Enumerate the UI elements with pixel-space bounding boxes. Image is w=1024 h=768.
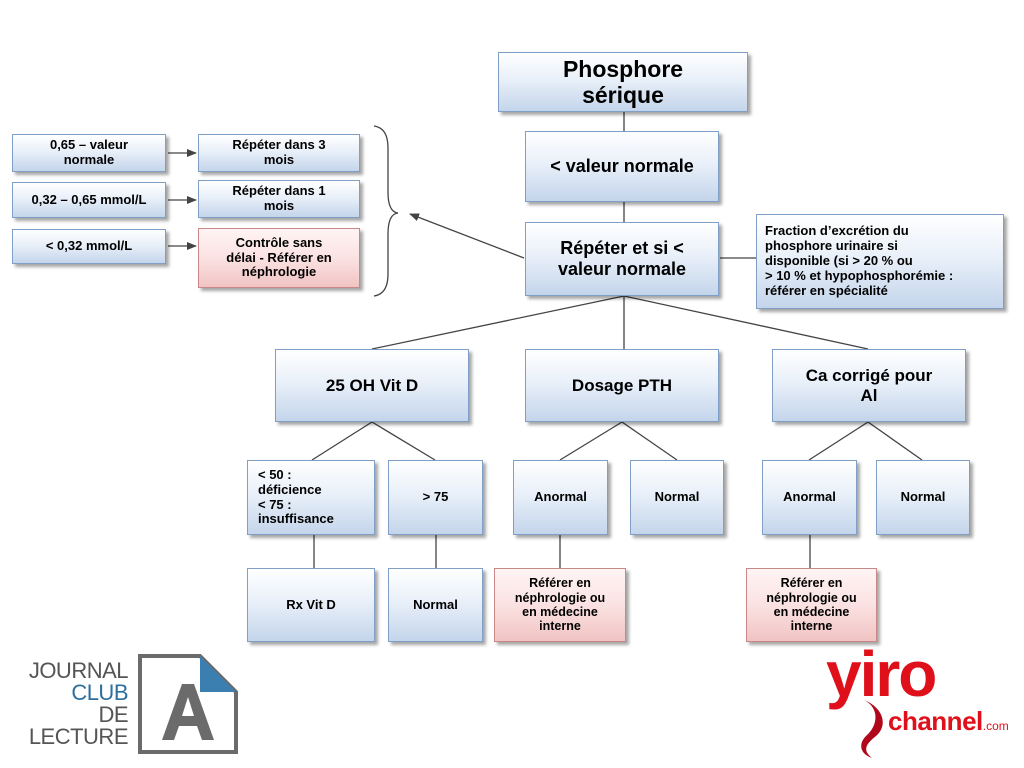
pth-abnormal-node: Anormal	[513, 460, 608, 535]
pth-normal-node: Normal	[630, 460, 724, 535]
line-pth-to-abnormal	[559, 421, 623, 461]
vitd-normal-result-label: Normal	[413, 596, 458, 612]
line-vitd-to-high	[371, 421, 436, 461]
ca-abnormal-node: Anormal	[762, 460, 857, 535]
journal-club-logo: JOURNAL CLUB DE LECTURE	[14, 652, 244, 756]
pth-refer-node: Référer en néphrologie ou en médecine in…	[494, 568, 626, 642]
excretion-note: Fraction d’excrétion du phosphore urinai…	[756, 214, 1004, 309]
action-label-3: Contrôle sans délai - Référer en néphrol…	[226, 234, 332, 280]
yiro-subline: channel.com	[888, 706, 1009, 737]
pth-label: Dosage PTH	[571, 375, 673, 395]
logo-word-journal: JOURNAL	[28, 658, 129, 683]
page-letter-a-icon	[138, 654, 238, 754]
root-node-label: Phosphore sérique	[562, 55, 684, 108]
ca-refer-node: Référer en néphrologie ou en médecine in…	[746, 568, 877, 642]
ribbon-icon	[861, 700, 883, 758]
vitd-node: 25 OH Vit D	[275, 349, 469, 422]
line-repeat-to-vitd	[371, 295, 625, 350]
yiro-wordmark: yiro	[826, 638, 937, 710]
action-box-2: Répéter dans 1 mois	[198, 180, 360, 218]
below-normal-label: < valeur normale	[550, 156, 694, 177]
vitd-low-label: < 50 : déficience < 75 : insuffisance	[258, 466, 334, 527]
yiro-channel-word: channel	[888, 706, 983, 736]
vitd-high-label: > 75	[422, 489, 449, 505]
line-vitd-to-low	[311, 421, 373, 461]
repeat-node: Répéter et si < valeur normale	[525, 222, 719, 296]
line-pth-to-normal	[621, 421, 678, 461]
line-ca-to-abnormal	[808, 421, 869, 461]
range-label-3: < 0,32 mmol/L	[45, 238, 133, 254]
yiro-channel-logo: yiro channel.com	[826, 642, 1022, 760]
ca-label: Ca corrigé pour Al	[805, 365, 933, 405]
repeat-label: Répéter et si < valeur normale	[557, 238, 687, 279]
pth-normal-label: Normal	[654, 489, 700, 505]
logo-word-lecture: LECTURE	[28, 724, 129, 749]
root-node: Phosphore sérique	[498, 52, 748, 112]
range-box-1: 0,65 – valeur normale	[12, 134, 166, 172]
ca-normal-label: Normal	[900, 489, 946, 505]
action-box-3: Contrôle sans délai - Référer en néphrol…	[198, 228, 360, 288]
right-brace	[373, 125, 399, 297]
range-label-1: 0,65 – valeur normale	[49, 137, 129, 167]
yiro-domain: .com	[982, 719, 1009, 733]
vitd-high-node: > 75	[388, 460, 483, 535]
ca-abnormal-label: Anormal	[783, 489, 836, 505]
vitd-low-node: < 50 : déficience < 75 : insuffisance	[247, 460, 375, 535]
pth-abnormal-label: Anormal	[534, 489, 587, 505]
ca-normal-node: Normal	[876, 460, 970, 535]
logo-word-club: CLUB	[71, 680, 128, 705]
logo-word-de: DE	[98, 702, 128, 727]
vitd-label: 25 OH Vit D	[325, 375, 419, 395]
range-label-2: 0,32 – 0,65 mmol/L	[31, 191, 147, 207]
range-box-3: < 0,32 mmol/L	[12, 229, 166, 264]
action-label-1: Répéter dans 3 mois	[232, 137, 326, 167]
action-box-1: Répéter dans 3 mois	[198, 134, 360, 172]
range-box-2: 0,32 – 0,65 mmol/L	[12, 182, 166, 218]
arrow-repeat-to-brace	[409, 213, 525, 259]
action-label-2: Répéter dans 1 mois	[232, 183, 326, 213]
excretion-note-text: Fraction d’excrétion du phosphore urinai…	[765, 223, 954, 298]
vitd-rx-label: Rx Vit D	[286, 596, 336, 612]
below-normal-node: < valeur normale	[525, 131, 719, 202]
ca-refer-label: Référer en néphrologie ou en médecine in…	[766, 576, 857, 634]
ca-node: Ca corrigé pour Al	[772, 349, 966, 422]
line-ca-to-normal	[867, 421, 923, 461]
pth-refer-label: Référer en néphrologie ou en médecine in…	[514, 576, 606, 634]
pth-node: Dosage PTH	[525, 349, 719, 422]
vitd-normal-result-node: Normal	[388, 568, 483, 642]
vitd-rx-node: Rx Vit D	[247, 568, 375, 642]
